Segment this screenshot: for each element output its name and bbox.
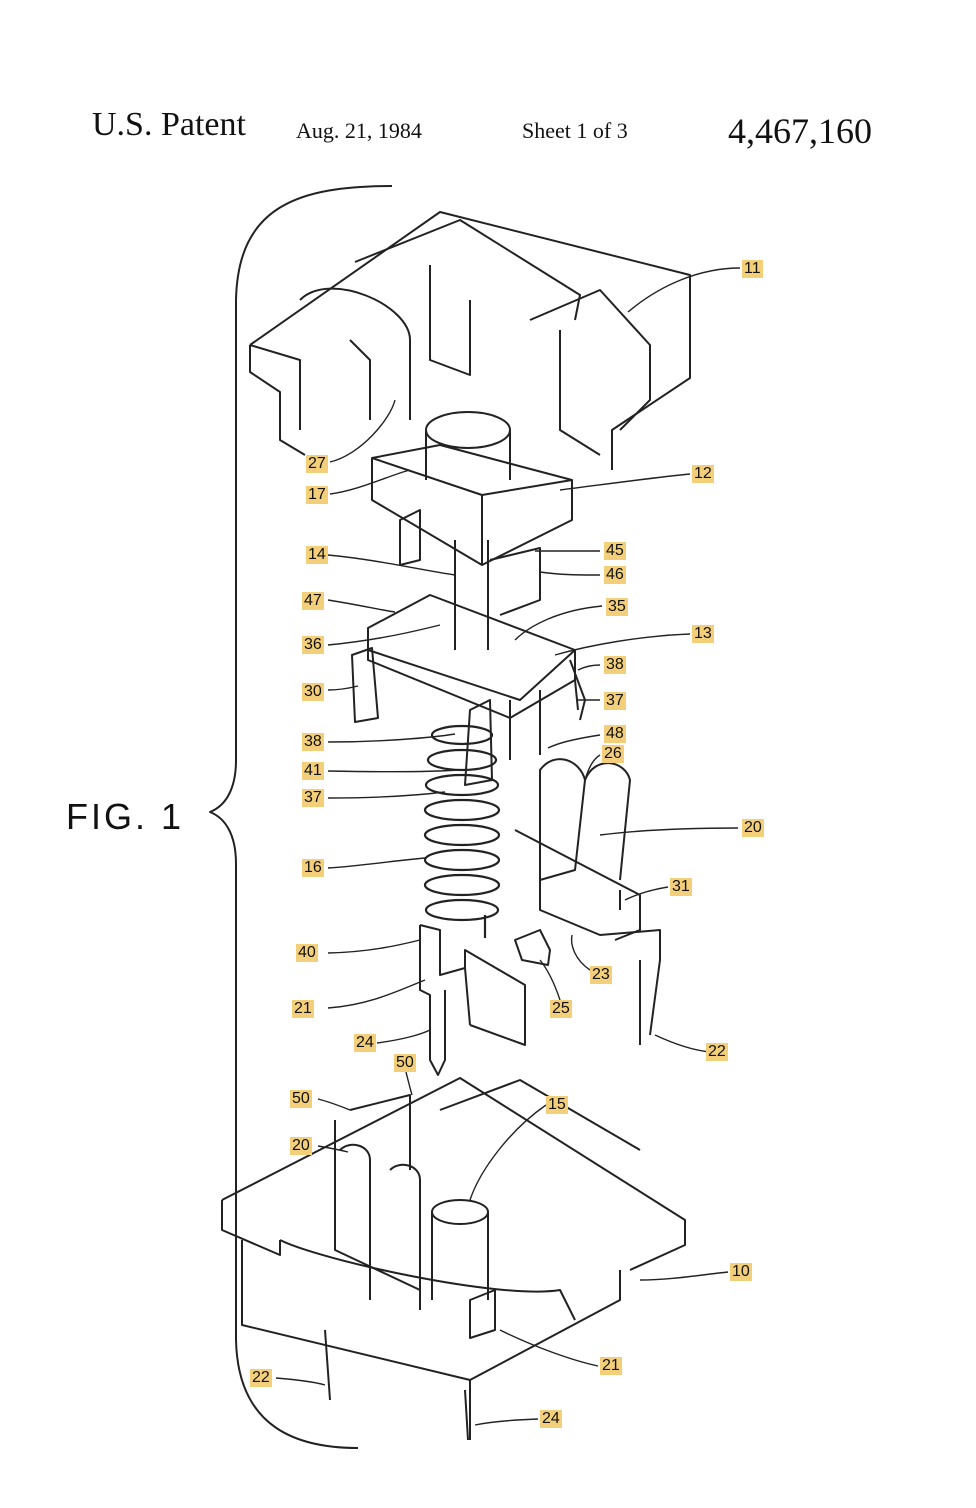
ref-label: 15 <box>546 1096 568 1114</box>
ref-label: 38 <box>302 733 324 751</box>
ref-label: 37 <box>302 789 324 807</box>
ref-label: 48 <box>604 725 626 743</box>
ref-label: 36 <box>302 636 324 654</box>
ref-label: 21 <box>600 1357 622 1375</box>
ref-label: 25 <box>550 1000 572 1018</box>
ref-label: 27 <box>306 455 328 473</box>
plunger <box>371 411 573 650</box>
ref-label: 50 <box>290 1090 312 1108</box>
ref-label: 45 <box>604 542 626 560</box>
ref-label: 13 <box>692 625 714 643</box>
ref-label: 35 <box>606 598 628 616</box>
ref-label: 23 <box>590 966 612 984</box>
base-housing <box>221 1077 686 1441</box>
ref-label: 22 <box>706 1043 728 1061</box>
ref-label: 22 <box>250 1369 272 1387</box>
ref-label: 41 <box>302 762 324 780</box>
patent-label: U.S. Patent <box>92 106 246 143</box>
small-contact-block <box>514 929 551 966</box>
contact-spring <box>514 758 661 1045</box>
ref-label: 37 <box>604 692 626 710</box>
ref-label: 20 <box>290 1137 312 1155</box>
ref-label: 16 <box>302 859 324 877</box>
patent-number: 4,467,160 <box>728 111 872 151</box>
patent-date: Aug. 21, 1984 <box>296 118 422 143</box>
ref-label: 30 <box>302 683 324 701</box>
ref-label: 24 <box>354 1034 376 1052</box>
ref-label: 20 <box>742 819 764 837</box>
ref-label: 26 <box>602 745 624 763</box>
stationary-contact <box>419 924 526 1076</box>
ref-label: 21 <box>292 1000 314 1018</box>
leader-lines <box>275 267 741 1426</box>
top-housing <box>249 211 691 470</box>
spring <box>423 724 501 938</box>
ref-label: 17 <box>306 486 328 504</box>
ref-label: 31 <box>670 878 692 896</box>
upper-slider <box>351 594 586 786</box>
ref-label: 46 <box>604 566 626 584</box>
ref-label: 40 <box>296 944 318 962</box>
sheet-number: Sheet 1 of 3 <box>522 118 628 143</box>
ref-label: 50 <box>394 1054 416 1072</box>
ref-label: 24 <box>540 1410 562 1428</box>
ref-label: 47 <box>302 592 324 610</box>
ref-label: 38 <box>604 656 626 674</box>
ref-label: 12 <box>692 465 714 483</box>
ref-label: 11 <box>742 260 763 278</box>
ref-label: 14 <box>306 546 328 564</box>
figure-label: FIG. 1 <box>66 796 185 837</box>
ref-label: 10 <box>730 1263 752 1281</box>
figure-brace <box>209 185 393 1449</box>
